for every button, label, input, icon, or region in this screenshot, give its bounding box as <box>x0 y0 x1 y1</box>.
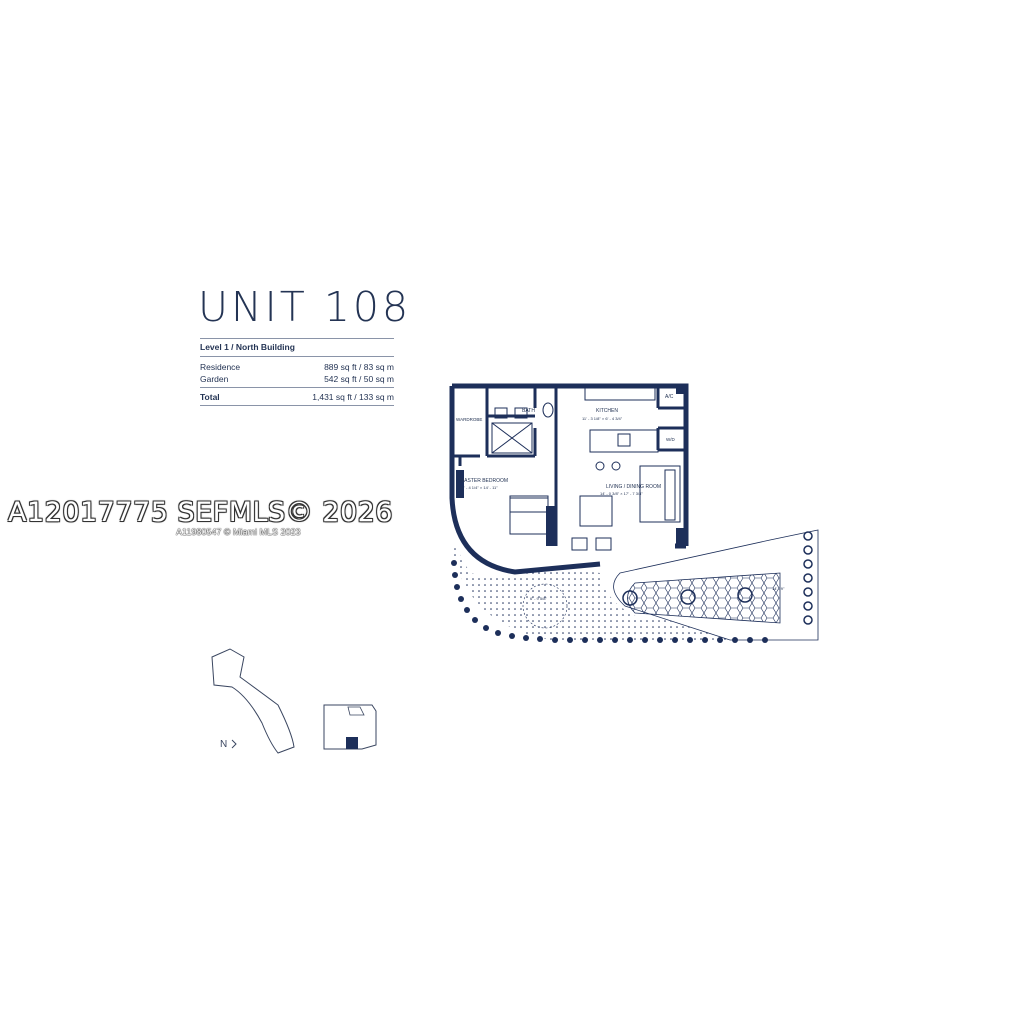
room-living-dining: LIVING / DINING ROOM <box>606 484 661 490</box>
building-level: Level 1 / North Building <box>200 342 295 352</box>
unit-title: UNIT 108 <box>198 283 412 331</box>
building-key-plan <box>211 648 295 754</box>
garden-dimension: 6' - 9 5/8" <box>530 596 547 601</box>
total-value: 1,431 sq ft / 133 sq m <box>312 392 394 402</box>
wall-columns <box>456 386 686 548</box>
hex-paving <box>627 572 781 624</box>
planters <box>622 531 813 625</box>
divider-level <box>200 356 394 357</box>
room-wardrobe: WARDROBE <box>456 417 482 422</box>
shrubs <box>451 560 768 643</box>
north-label: N <box>220 739 227 750</box>
area-row-residence: Residence 889 sq ft / 83 sq m <box>200 362 394 372</box>
living-dimension: 14' - 0 3/8" × 17' - 7 3/4" <box>600 491 643 496</box>
area-row-garden: Garden 542 sq ft / 50 sq m <box>200 374 394 384</box>
key-core <box>347 706 365 716</box>
room-ac: A/C <box>665 394 674 400</box>
area-label: Garden <box>200 374 229 384</box>
area-value: 542 sq ft / 50 sq m <box>324 374 394 384</box>
garden-paving <box>450 536 770 640</box>
room-kitchen: KITCHEN <box>596 408 618 414</box>
mls-watermark-small: A11980547 © Miami MLS 2023 <box>176 527 301 537</box>
area-label: Residence <box>200 362 241 372</box>
divider-bottom <box>200 405 394 406</box>
garden-circle <box>522 583 568 629</box>
area-row-total: Total 1,431 sq ft / 133 sq m <box>200 392 394 402</box>
room-master-bedroom: MASTER BEDROOM <box>460 478 508 484</box>
room-bath: BATH <box>522 408 535 414</box>
area-value: 889 sq ft / 83 sq m <box>324 362 394 372</box>
unit-location-marker <box>346 737 358 749</box>
key-plans: N <box>211 648 377 754</box>
floor-plan: BATH KITCHEN 11' - 3 1/8" × 6' - 4 3/4" … <box>449 383 819 643</box>
kitchen-fixtures <box>491 387 681 551</box>
north-arrow-icon <box>231 739 237 749</box>
master-dimension: 11' - 4 1/4" × 14' - 11" <box>460 485 498 490</box>
level-key-plan <box>323 704 377 750</box>
room-wd: W/D <box>666 437 675 442</box>
divider-total <box>200 387 394 388</box>
divider-top <box>200 338 394 339</box>
kitchen-dimension: 11' - 3 1/8" × 6' - 4 3/4" <box>582 416 623 421</box>
mls-watermark: A12017775 SEFMLS© 2026 <box>8 497 393 528</box>
terrace-dimension: 14' - 9" <box>772 586 785 591</box>
total-label: Total <box>200 392 220 402</box>
